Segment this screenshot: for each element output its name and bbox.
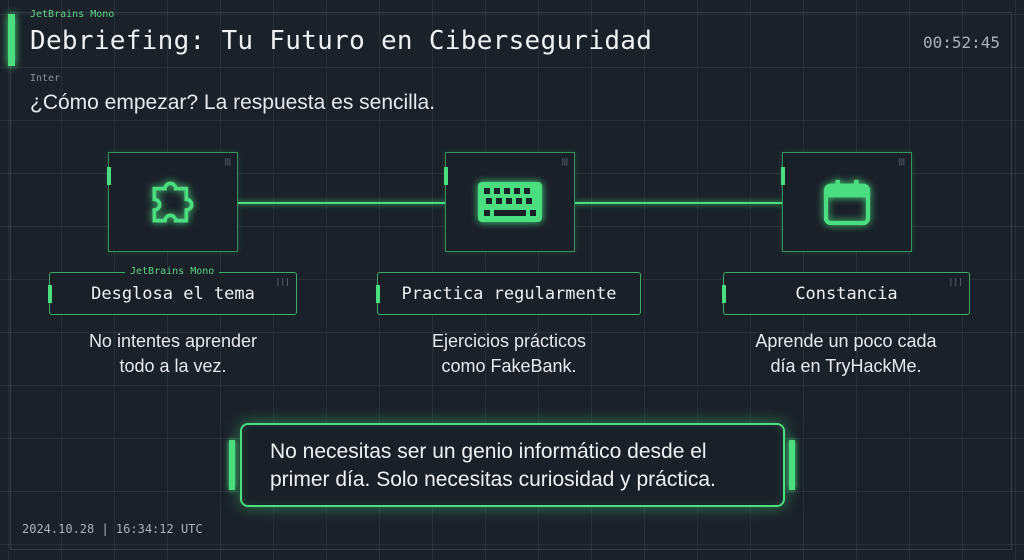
step-icon-box-3: ||| — [781, 152, 912, 252]
footer-timestamp: 2024.10.28 | 16:34:12 UTC — [22, 522, 203, 536]
step-label-text: Desglosa el tema — [91, 283, 255, 304]
step-label-2: Practica regularmente — [376, 272, 641, 315]
step-icon-box-1: ||| — [107, 152, 238, 252]
step-label-text: Constancia — [795, 283, 898, 304]
callout-line: No necesitas ser un genio informático de… — [270, 440, 707, 463]
subtitle-font-tag: Inter — [30, 73, 61, 84]
connector-wire — [575, 202, 782, 204]
font-tag: JetBrains Mono — [30, 9, 115, 20]
calendar-icon — [823, 179, 871, 226]
step-label-1: |||Desglosa el tema — [48, 272, 297, 315]
callout-bracket-right — [789, 440, 795, 490]
page-title: Debriefing: Tu Futuro en Ciberseguridad — [30, 26, 653, 56]
screen-frame — [10, 12, 1012, 550]
callout-message: No necesitas ser un genio informático de… — [240, 423, 785, 507]
step-icon-box-2: ||| — [444, 152, 575, 252]
connector-wire — [238, 202, 445, 204]
step-label-text: Practica regularmente — [401, 283, 617, 304]
keyboard-icon — [478, 182, 542, 222]
puzzle-icon — [152, 181, 194, 223]
step-label-3: |||Constancia — [722, 272, 970, 315]
subtitle: ¿Cómo empezar? La respuesta es sencilla. — [30, 91, 436, 114]
callout-bracket-left — [229, 440, 235, 490]
label-font-tag: JetBrains Mono — [125, 266, 220, 277]
timer: 00:52:45 — [922, 33, 1000, 52]
callout-line: primer día. Solo necesitas curiosidad y … — [270, 468, 716, 491]
title-accent-bar — [8, 14, 15, 66]
